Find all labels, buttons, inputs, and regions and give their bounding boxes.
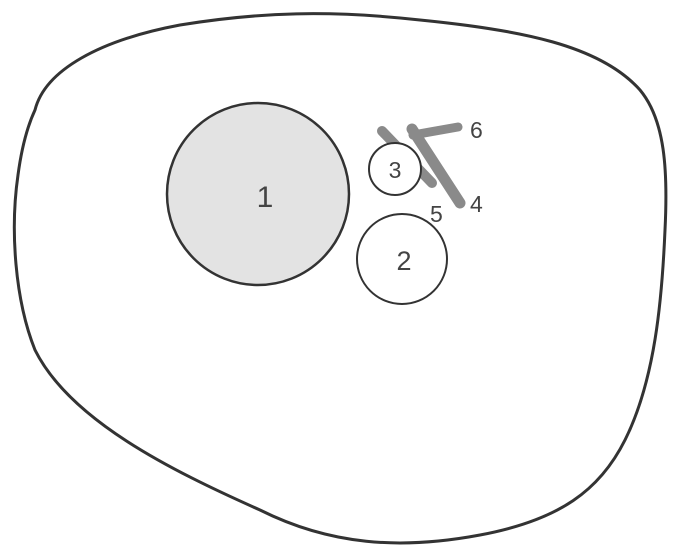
bar-6-label: 6 (470, 117, 483, 143)
outer-boundary (14, 14, 666, 543)
bar-4-label: 4 (470, 191, 483, 217)
region-1-label: 1 (257, 181, 274, 214)
region-3-label: 3 (389, 157, 402, 183)
bar-5-label: 5 (430, 201, 443, 227)
bar-6 (413, 127, 458, 135)
region-2-label: 2 (396, 246, 411, 276)
